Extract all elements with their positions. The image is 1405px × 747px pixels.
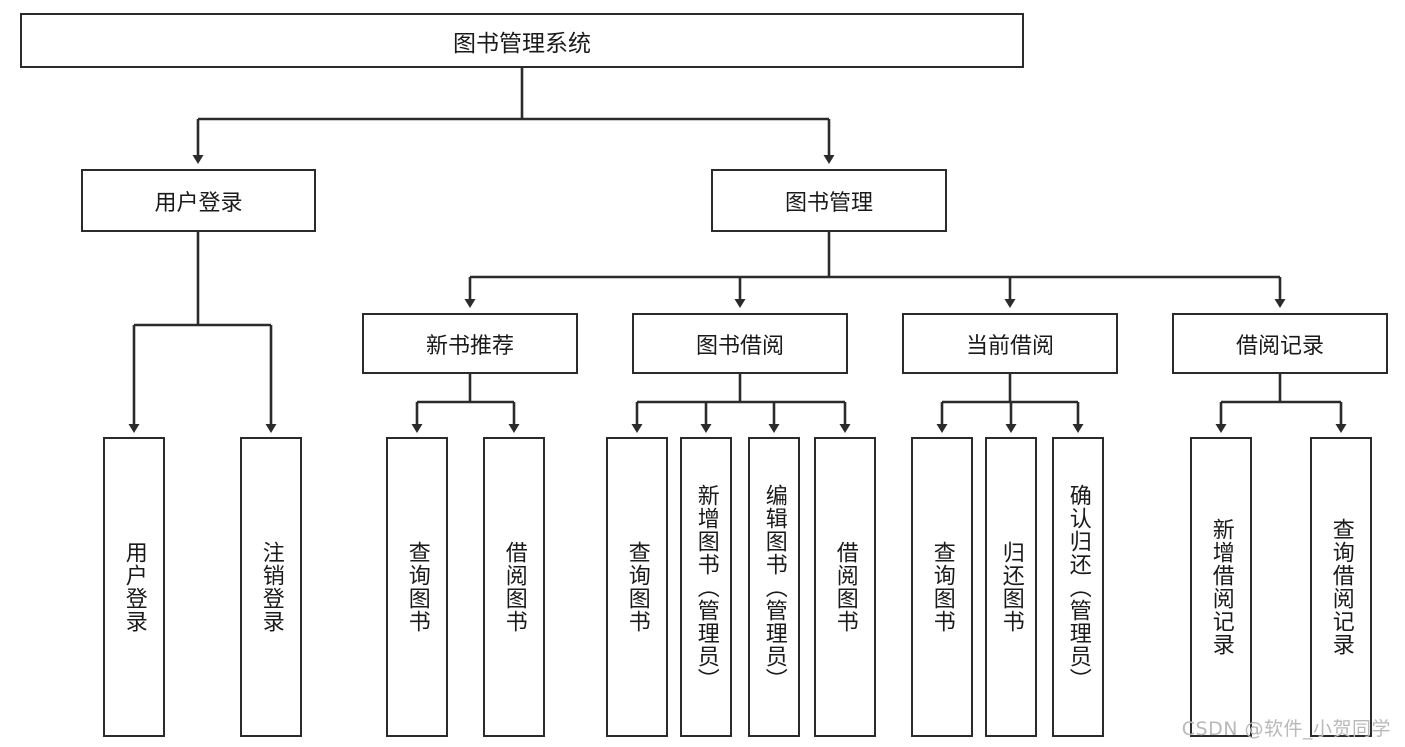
leaf-edit-book-admin[interactable]: 编辑图书（管理员） <box>748 437 800 737</box>
leaf-label: 查询图书 <box>929 541 955 633</box>
leaf-confirm-return-admin[interactable]: 确认归还（管理员） <box>1052 437 1104 737</box>
leaf-label: 查询图书 <box>404 541 430 633</box>
leaf-logout[interactable]: 注销登录 <box>240 437 302 737</box>
leaf-borrow-book[interactable]: 借阅图书 <box>814 437 876 737</box>
leaf-borrow-books-recommend[interactable]: 借阅图书 <box>483 437 545 737</box>
node-book-management[interactable]: 图书管理 <box>711 169 947 232</box>
leaf-label: 确认归还（管理员） <box>1065 483 1091 691</box>
node-borrow-records[interactable]: 借阅记录 <box>1172 313 1388 374</box>
leaf-label: 查询图书 <box>624 541 650 633</box>
leaf-add-borrow-record[interactable]: 新增借阅记录 <box>1190 437 1252 737</box>
leaf-label: 新增借阅记录 <box>1208 518 1234 656</box>
leaf-query-books-recommend[interactable]: 查询图书 <box>386 437 448 737</box>
leaf-label: 注销登录 <box>258 541 284 633</box>
leaf-return-book[interactable]: 归还图书 <box>985 437 1037 737</box>
leaf-label: 用户登录 <box>121 541 147 633</box>
leaf-label: 归还图书 <box>998 541 1024 633</box>
leaf-user-login[interactable]: 用户登录 <box>103 437 165 737</box>
leaf-label: 查询借阅记录 <box>1328 518 1354 656</box>
leaf-add-book-admin[interactable]: 新增图书（管理员） <box>680 437 732 737</box>
leaf-query-books-borrow[interactable]: 查询图书 <box>606 437 668 737</box>
node-book-borrowing[interactable]: 图书借阅 <box>632 313 848 374</box>
leaf-query-books-current[interactable]: 查询图书 <box>911 437 973 737</box>
leaf-label: 编辑图书（管理员） <box>761 483 787 691</box>
node-new-book-recommendation[interactable]: 新书推荐 <box>362 313 578 374</box>
watermark-text: CSDN @软件_小贺同学 <box>1181 718 1391 740</box>
node-current-borrowing[interactable]: 当前借阅 <box>902 313 1118 374</box>
leaf-label: 新增图书（管理员） <box>693 483 719 691</box>
node-root-system[interactable]: 图书管理系统 <box>20 13 1024 68</box>
leaf-label: 借阅图书 <box>501 541 527 633</box>
leaf-query-borrow-record[interactable]: 查询借阅记录 <box>1310 437 1372 737</box>
node-user-login[interactable]: 用户登录 <box>81 169 316 232</box>
leaf-label: 借阅图书 <box>832 541 858 633</box>
